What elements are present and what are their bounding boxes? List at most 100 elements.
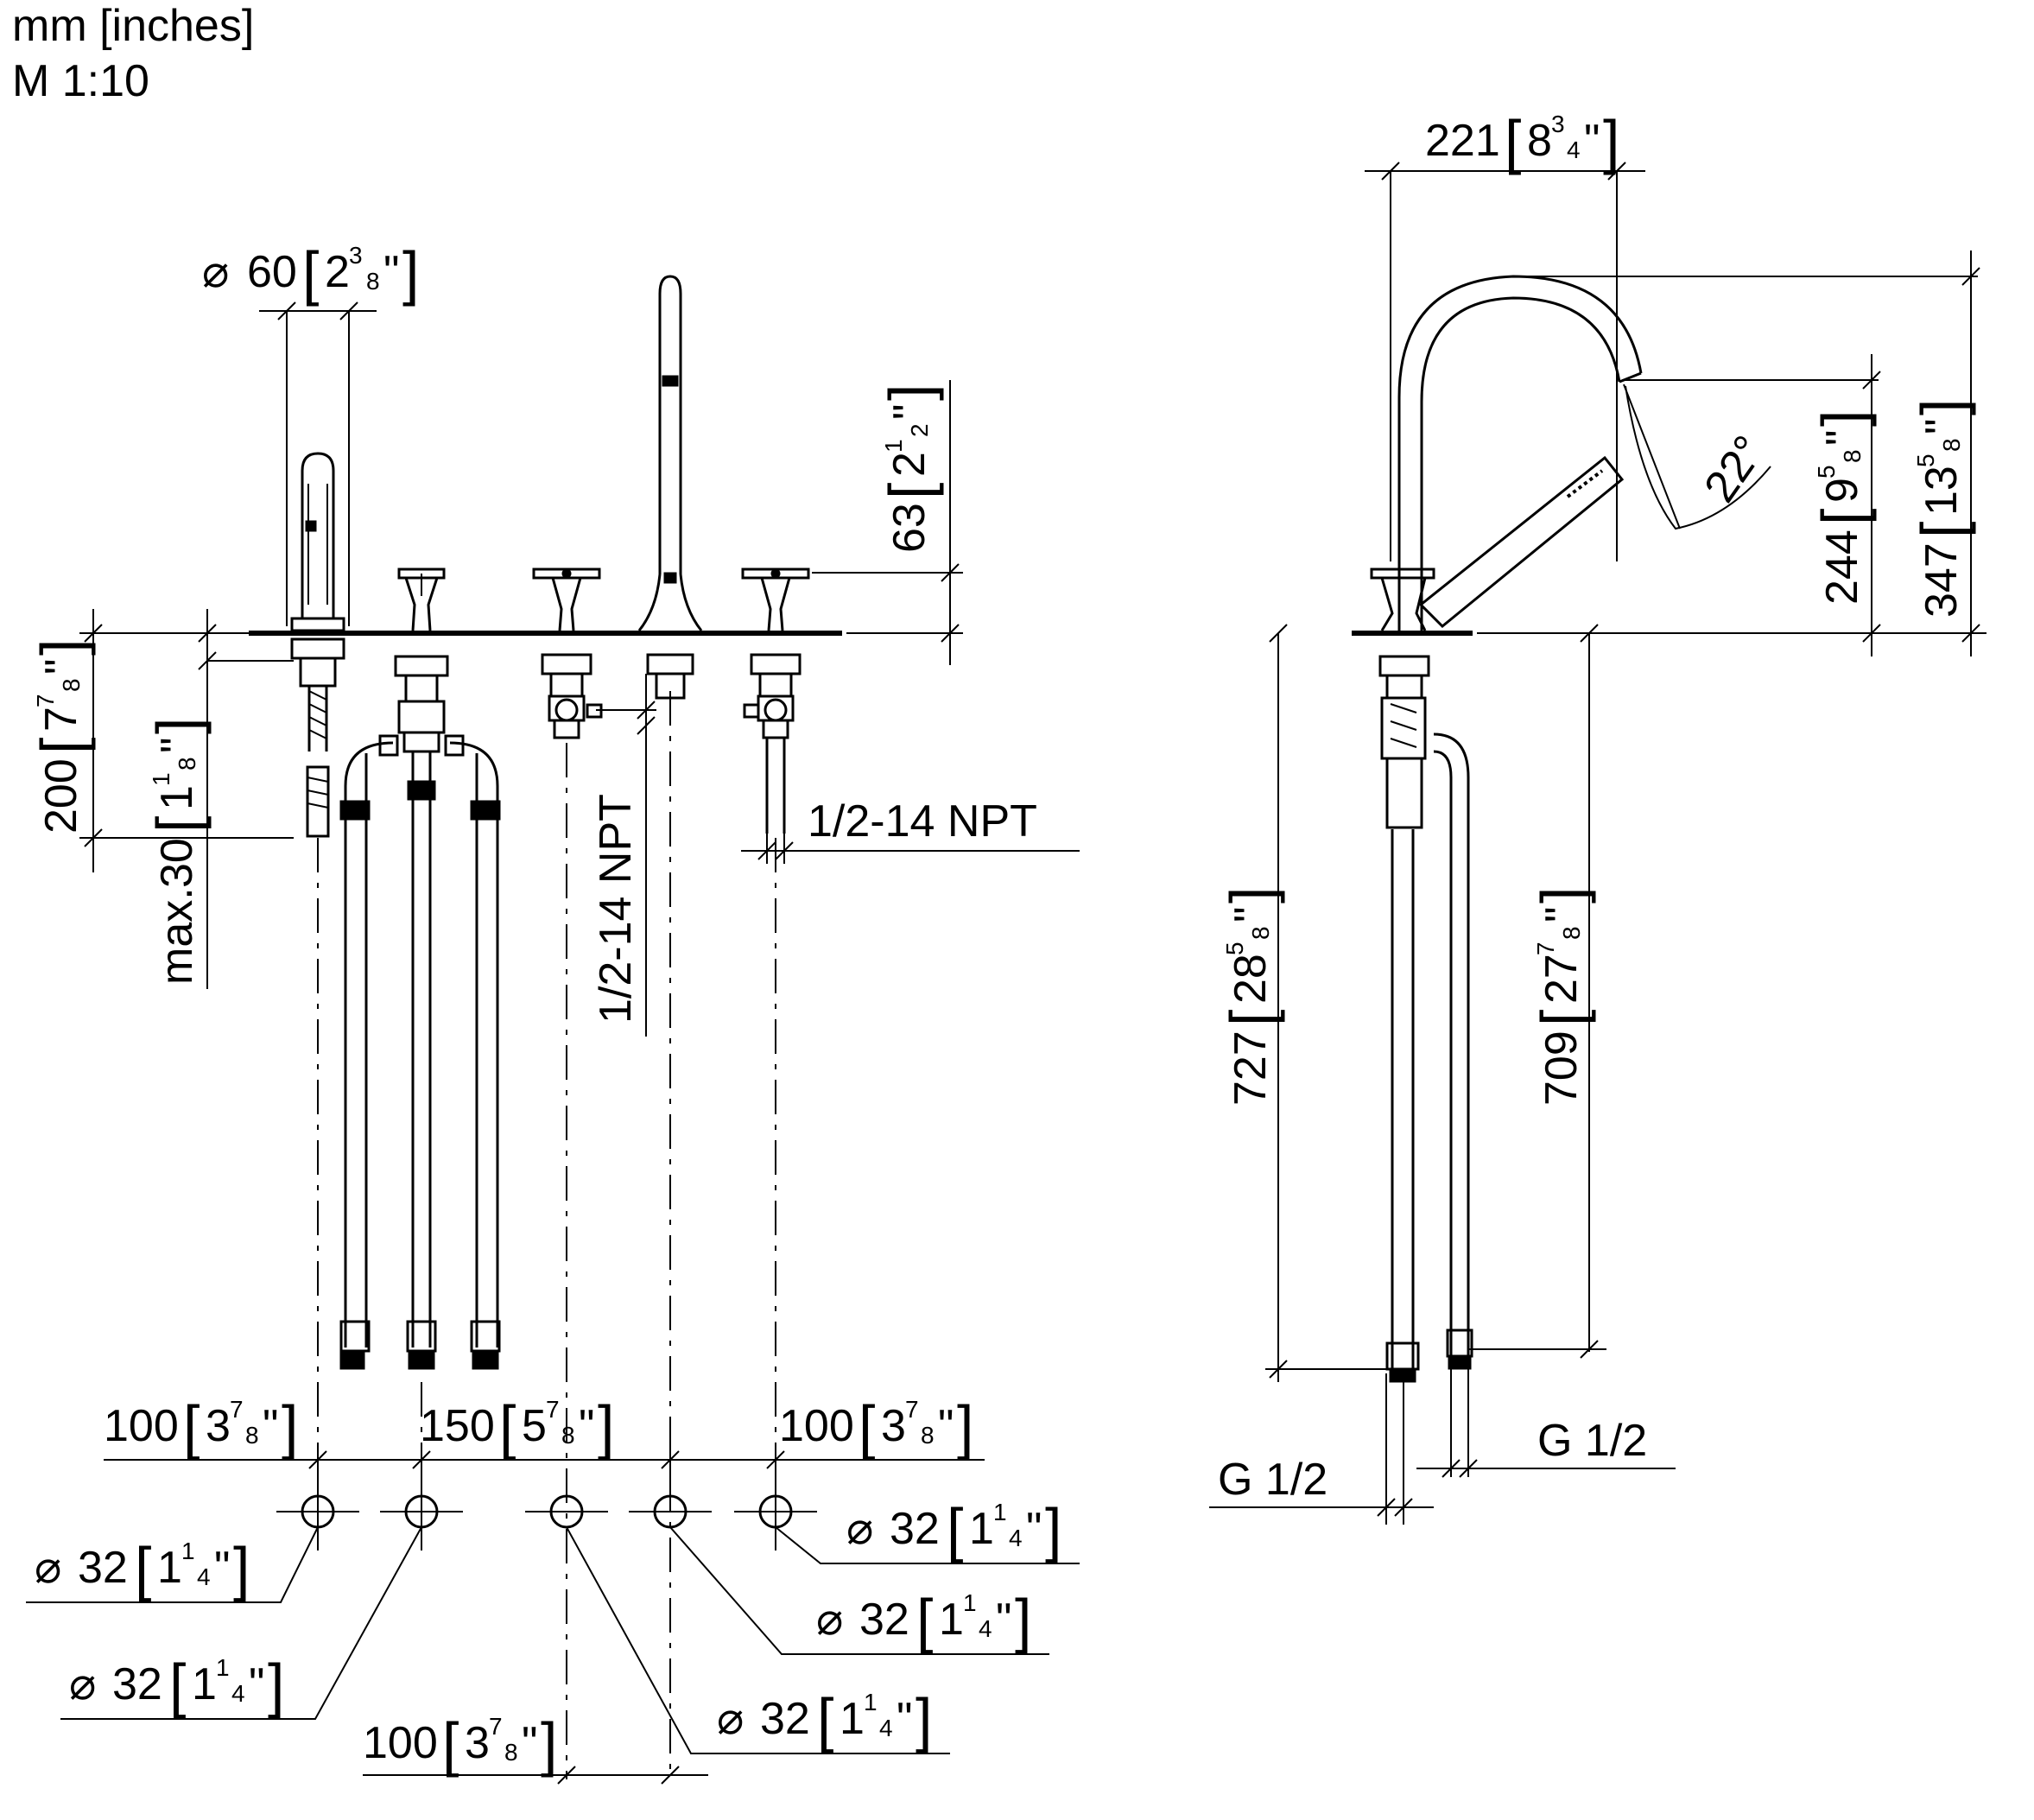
svg-text:347: 347 bbox=[1917, 542, 1967, 618]
svg-text:32: 32 bbox=[890, 1504, 940, 1554]
svg-text:4: 4 bbox=[197, 1563, 211, 1590]
svg-text:8: 8 bbox=[1527, 116, 1552, 166]
svg-text:⌀: ⌀ bbox=[816, 1595, 843, 1645]
svg-text:[: [ bbox=[302, 239, 319, 307]
svg-text:": " bbox=[1817, 430, 1867, 446]
svg-text:⌀: ⌀ bbox=[846, 1504, 873, 1554]
svg-text:1: 1 bbox=[157, 1543, 182, 1593]
svg-text:5: 5 bbox=[1813, 465, 1840, 479]
svg-text:": " bbox=[1917, 419, 1967, 434]
svg-text:]: ] bbox=[1909, 399, 1976, 415]
svg-text:1: 1 bbox=[216, 1654, 230, 1681]
svg-text:727: 727 bbox=[1226, 1030, 1276, 1106]
svg-text:32: 32 bbox=[78, 1543, 128, 1593]
svg-text:2: 2 bbox=[906, 423, 933, 437]
svg-text:": " bbox=[522, 1718, 537, 1768]
svg-text:": " bbox=[1026, 1504, 1042, 1554]
svg-text:]: ] bbox=[1015, 1587, 1031, 1654]
valve-centre-left bbox=[532, 568, 601, 631]
svg-text:]: ] bbox=[282, 1393, 298, 1461]
svg-text:4: 4 bbox=[1009, 1525, 1023, 1551]
svg-text:1: 1 bbox=[864, 1689, 878, 1715]
mounting-holes bbox=[276, 1473, 817, 1550]
spout bbox=[637, 275, 703, 631]
hole-label-1: ⌀ 32 [ 1 1 4 " ] bbox=[35, 1535, 250, 1602]
svg-text:": " bbox=[36, 659, 86, 675]
svg-text:1: 1 bbox=[880, 439, 907, 453]
svg-text:100: 100 bbox=[779, 1401, 854, 1451]
dim-dia-60: ⌀ 60 [ 2 3 8 " ] bbox=[202, 239, 419, 307]
svg-text:200: 200 bbox=[36, 758, 86, 834]
svg-text:[: [ bbox=[877, 483, 944, 499]
svg-text:60: 60 bbox=[247, 247, 297, 297]
svg-text:]: ] bbox=[877, 384, 944, 401]
svg-text:7: 7 bbox=[489, 1713, 503, 1740]
hole-label-4: ⌀ 32 [ 1 1 4 " ] bbox=[816, 1587, 1031, 1654]
svg-text:[: [ bbox=[499, 1393, 516, 1461]
svg-text:1: 1 bbox=[969, 1504, 994, 1554]
svg-text:[: [ bbox=[442, 1710, 459, 1778]
svg-text:7: 7 bbox=[32, 694, 59, 707]
svg-text:3: 3 bbox=[465, 1718, 490, 1768]
svg-text:709: 709 bbox=[1537, 1030, 1587, 1106]
units-label: mm [inches] bbox=[12, 1, 255, 51]
svg-text:5: 5 bbox=[522, 1401, 547, 1451]
svg-text:": " bbox=[383, 247, 399, 297]
svg-text:27: 27 bbox=[1537, 954, 1587, 1004]
svg-text:]: ] bbox=[1218, 887, 1285, 904]
valve-right bbox=[741, 568, 810, 631]
svg-text:7: 7 bbox=[905, 1396, 919, 1423]
svg-text:[: [ bbox=[916, 1587, 933, 1654]
svg-text:": " bbox=[884, 404, 935, 420]
svg-text:244: 244 bbox=[1817, 530, 1867, 605]
hand-shower-holder bbox=[290, 452, 345, 632]
svg-text:8: 8 bbox=[174, 757, 200, 770]
centre-lines bbox=[317, 691, 776, 1779]
svg-text:32: 32 bbox=[760, 1694, 810, 1744]
svg-text:1: 1 bbox=[963, 1589, 977, 1616]
svg-text:7: 7 bbox=[546, 1396, 560, 1423]
dim-spacing-bottom: 100 [ 3 7 8 " ] bbox=[363, 1710, 557, 1778]
svg-text:]: ] bbox=[1045, 1496, 1061, 1563]
dim-727: 727 [ 28 5 8 " ] bbox=[1218, 887, 1285, 1106]
svg-text:⌀: ⌀ bbox=[69, 1659, 96, 1709]
svg-text:30: 30 bbox=[152, 838, 202, 888]
svg-text:": " bbox=[152, 738, 202, 753]
npt-vertical-label: 1/2-14 NPT bbox=[591, 794, 641, 1024]
svg-text:8: 8 bbox=[366, 268, 380, 295]
svg-text:]: ] bbox=[1603, 108, 1619, 175]
svg-text:28: 28 bbox=[1226, 954, 1276, 1004]
svg-text:3: 3 bbox=[881, 1401, 906, 1451]
svg-text:": " bbox=[938, 1401, 954, 1451]
dim-63: 63 [ 2 1 2 " ] bbox=[877, 384, 944, 553]
front-dimension-lines bbox=[26, 310, 1080, 1776]
svg-text:1: 1 bbox=[148, 772, 174, 786]
svg-text:100: 100 bbox=[363, 1718, 438, 1768]
svg-text:]: ] bbox=[916, 1686, 932, 1753]
svg-text:": " bbox=[214, 1543, 230, 1593]
dim-244: 244 [ 9 5 8 " ] bbox=[1809, 410, 1877, 605]
hole-label-5: ⌀ 32 [ 1 1 4 " ] bbox=[846, 1496, 1061, 1563]
svg-text:": " bbox=[996, 1595, 1011, 1645]
svg-text:]: ] bbox=[144, 718, 212, 734]
dim-709: 709 [ 27 7 8 " ] bbox=[1529, 887, 1596, 1106]
svg-text:[: [ bbox=[1529, 1010, 1596, 1026]
svg-text:1: 1 bbox=[152, 785, 202, 810]
svg-text:8: 8 bbox=[1938, 438, 1965, 452]
svg-text:": " bbox=[1537, 907, 1587, 923]
svg-text:": " bbox=[263, 1401, 278, 1451]
svg-text:⌀: ⌀ bbox=[35, 1543, 61, 1593]
svg-text:⌀: ⌀ bbox=[717, 1694, 744, 1744]
svg-text:[: [ bbox=[1218, 1010, 1285, 1026]
svg-text:7: 7 bbox=[1532, 942, 1559, 955]
dim-max-30: max. 30 [ 1 1 8 " ] bbox=[144, 718, 212, 985]
dim-200: 200 [ 7 7 8 " ] bbox=[29, 639, 96, 834]
svg-text:4: 4 bbox=[1567, 136, 1581, 163]
svg-text:221: 221 bbox=[1425, 116, 1500, 166]
svg-text:[: [ bbox=[859, 1393, 875, 1461]
dim-221: 221 [ 8 3 4 " ] bbox=[1425, 108, 1619, 175]
svg-text:[: [ bbox=[169, 1652, 186, 1719]
scale-label: M 1:10 bbox=[12, 56, 149, 106]
svg-text:]: ] bbox=[1529, 887, 1596, 904]
